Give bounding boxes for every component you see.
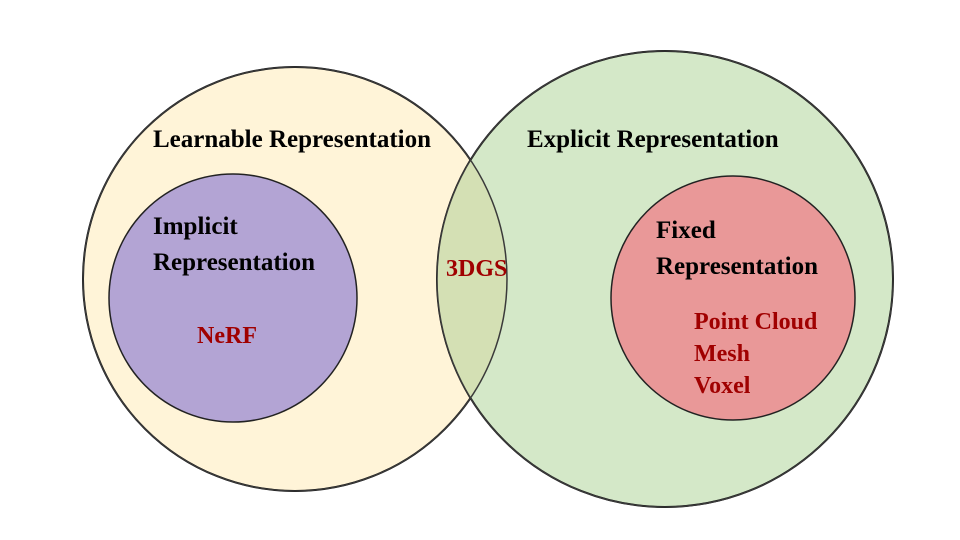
fixed-label-line1: Fixed	[656, 217, 716, 244]
overlap-label-3dgs: 3DGS	[446, 256, 507, 282]
fixed-example-mesh: Mesh	[694, 341, 750, 367]
implicit-example-nerf: NeRF	[197, 323, 257, 349]
fixed-example-voxel: Voxel	[694, 373, 751, 399]
implicit-representation-circle	[108, 173, 358, 423]
implicit-label-line2: Representation	[153, 249, 315, 276]
explicit-outline	[436, 50, 894, 508]
fixed-example-point-cloud: Point Cloud	[694, 309, 818, 335]
explicit-representation-label: Explicit Representation	[527, 126, 779, 153]
learnable-outline	[82, 66, 508, 492]
learnable-representation-label: Learnable Representation	[153, 126, 431, 153]
implicit-label-line1: Implicit	[153, 213, 238, 240]
fixed-label-line2: Representation	[656, 253, 818, 280]
fixed-representation-circle	[610, 175, 856, 421]
